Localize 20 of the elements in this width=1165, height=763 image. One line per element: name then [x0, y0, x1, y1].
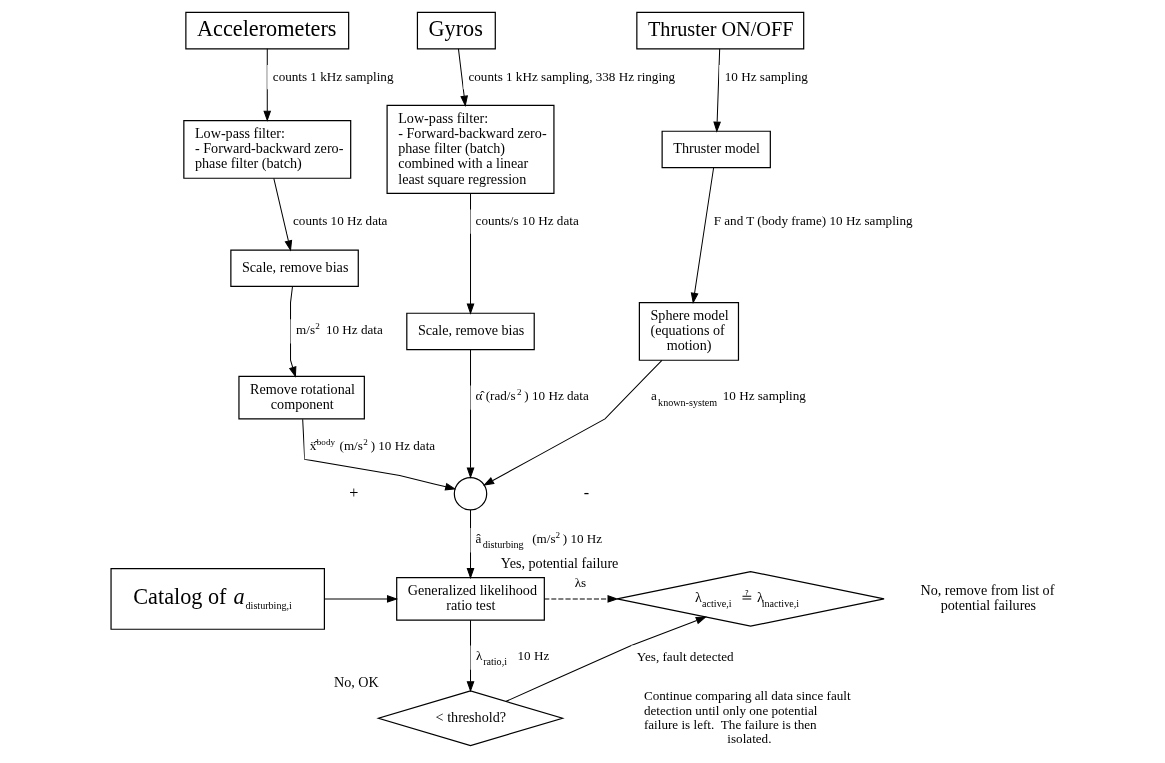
- edge-label: Yes, fault detected: [636, 648, 734, 664]
- node-label: Yes, potential failure: [500, 554, 619, 571]
- edge-label: a$_{known-system}$ 10 Hz sampling: [651, 388, 806, 408]
- label: -: [583, 483, 590, 501]
- label: +: [349, 483, 359, 501]
- edge-label: â$_{disturbing}$ (m/s$^{2}$) 10 Hz: [475, 529, 603, 551]
- edge-label: 10 Hz sampling: [724, 68, 808, 84]
- edge-label: F and T (body frame) 10 Hz sampling: [713, 213, 913, 229]
- edge-label: α̂ (rad/s$^{2}$) 10 Hz data: [475, 387, 589, 404]
- edge-label: λs: [574, 575, 587, 591]
- edge-label: counts 1 kHz sampling, 338 Hz ringing: [468, 68, 676, 84]
- edge-label: counts/s 10 Hz data: [475, 213, 579, 229]
- edge-label: counts 1 kHz sampling: [272, 68, 394, 84]
- node-label: No, OK: [334, 674, 379, 691]
- node-label: No, remove from list of potential failures: [920, 582, 1055, 614]
- edge-label: m/s$^{2}$ 10 Hz data: [296, 320, 383, 337]
- edge-label: ẍ̂$^{body}$ (m/s$^{2}$) 10 Hz data: [309, 436, 436, 453]
- label: Continue comparing all data since fault detection until only one potential failure is left. The failure is then isolated.: [643, 688, 851, 746]
- edge-label: counts 10 Hz data: [293, 213, 388, 229]
- edge-label: λ$_{ratio,i}$ 10 Hz: [476, 647, 550, 668]
